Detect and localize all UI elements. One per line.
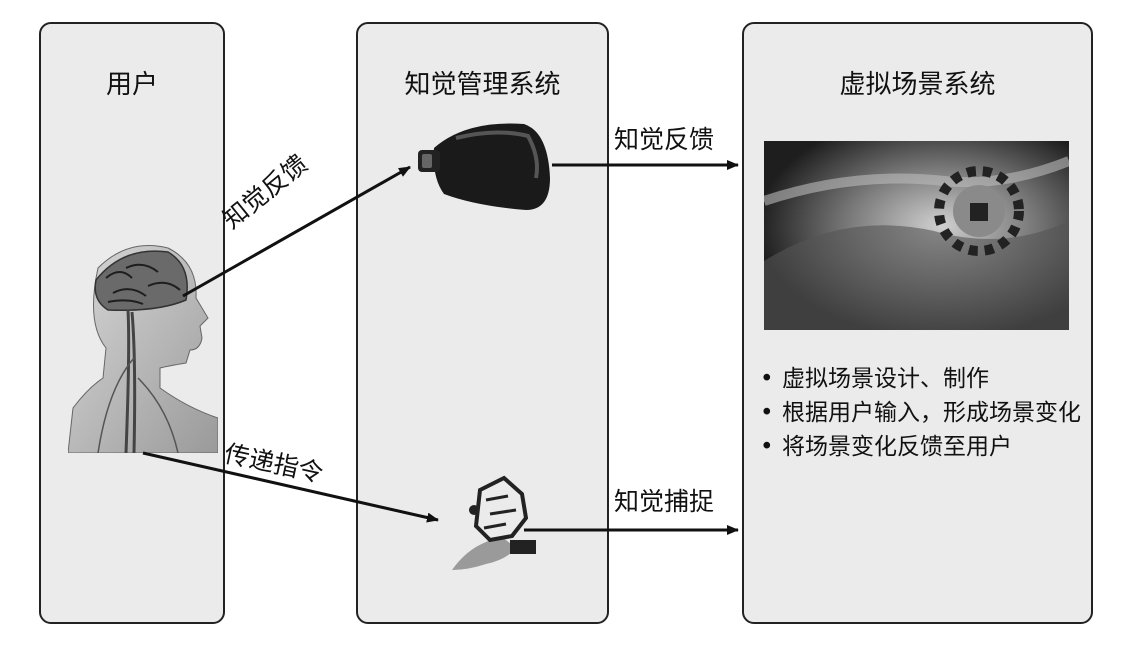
label-glove-to-scene: 知觉捕捉: [614, 487, 715, 516]
label-user-to-glove: 传递指令: [221, 438, 326, 489]
bullet-item: 将场景变化反馈至用户: [758, 430, 1088, 464]
panel-perception-title: 知觉管理系统: [404, 70, 561, 100]
vr-headset-icon: [418, 123, 550, 210]
panel-user-title: 用户: [105, 70, 158, 100]
haptic-glove-icon: [452, 475, 536, 570]
label-headset-to-scene: 知觉反馈: [614, 125, 715, 154]
bullet-item: 虚拟场景设计、制作: [758, 362, 1088, 396]
human-head-brain-icon: [68, 245, 218, 453]
virtual-scene-image: [764, 141, 1069, 330]
virtual-scene-bullet-list: 虚拟场景设计、制作 根据用户输入，形成场景变化 将场景变化反馈至用户: [758, 362, 1088, 464]
panel-perception-system: 知觉管理系统: [356, 22, 609, 624]
bullet-item: 根据用户输入，形成场景变化: [758, 396, 1088, 430]
label-user-to-headset: 知觉反馈: [217, 148, 314, 235]
panel-virtual-title: 虚拟场景系统: [839, 70, 996, 100]
